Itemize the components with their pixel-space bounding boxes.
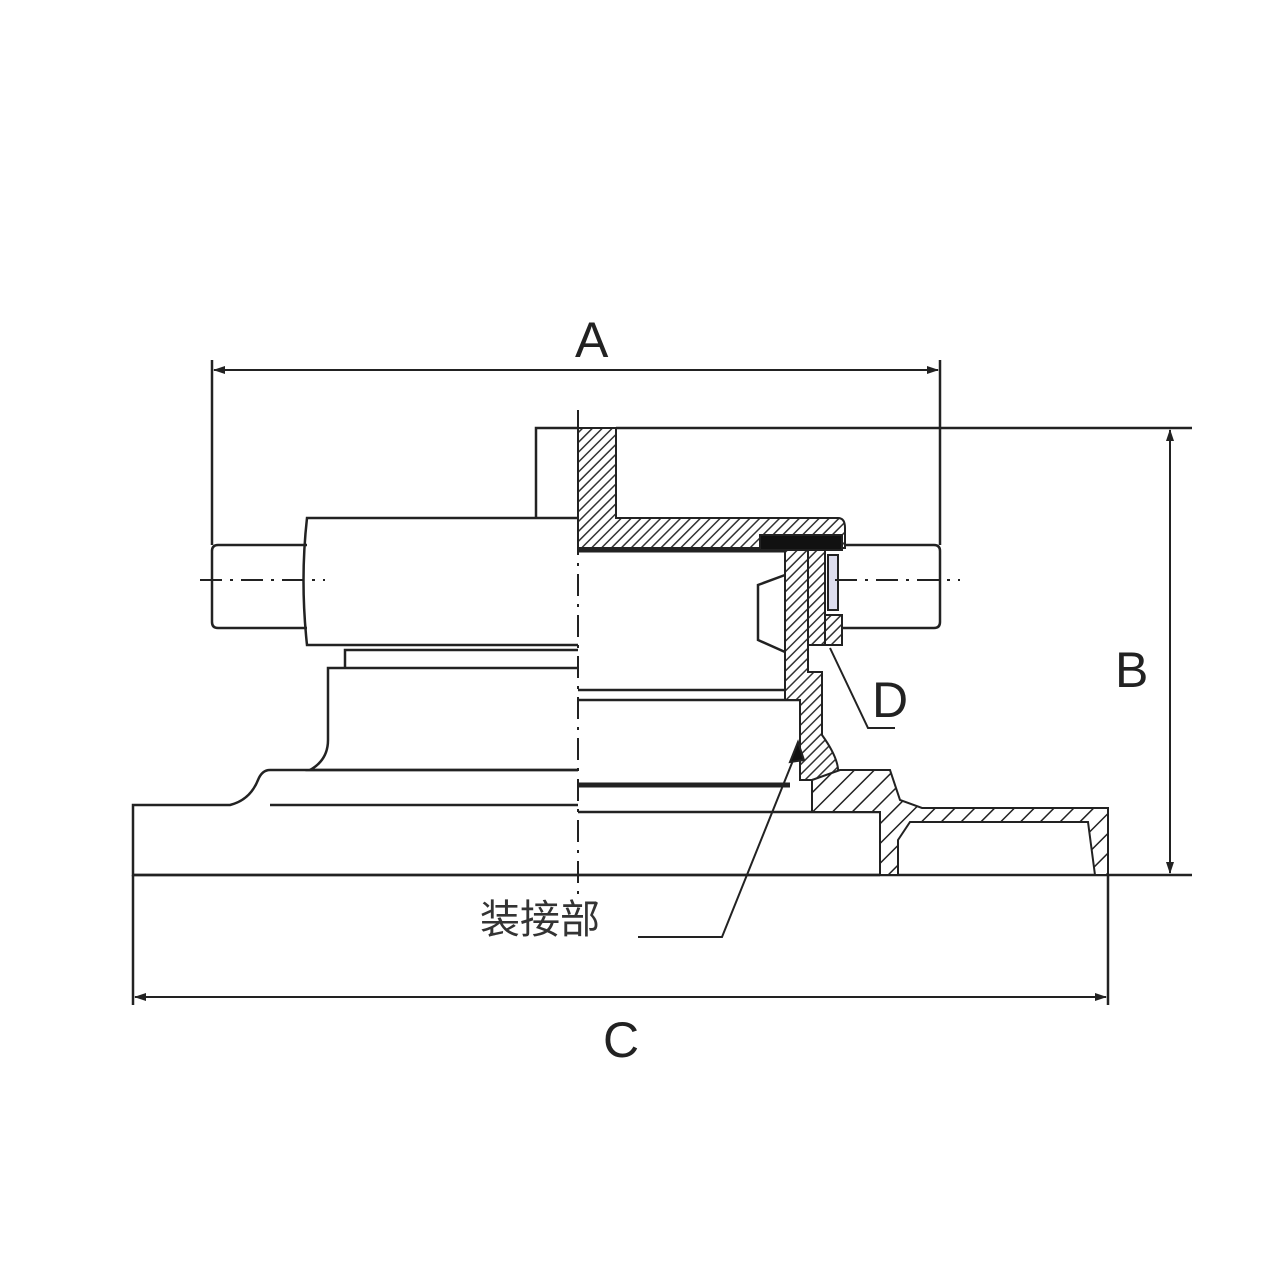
dimension-d-label: D <box>872 672 909 728</box>
dimension-a-label: A <box>575 312 609 368</box>
leader-lines <box>638 647 895 938</box>
leader-d <box>829 647 895 729</box>
leader-joint <box>638 747 799 938</box>
centerlines <box>200 410 960 895</box>
hatched-sections <box>577 427 1109 876</box>
dimension-c <box>131 875 1110 1005</box>
dimension-b-label: B <box>1115 642 1149 698</box>
dimension-c-label: C <box>603 1012 640 1068</box>
body-outline <box>131 426 1108 877</box>
dimension-b <box>616 426 1192 877</box>
joint-label: 装接部 <box>480 897 600 943</box>
dimension-a <box>210 360 942 545</box>
